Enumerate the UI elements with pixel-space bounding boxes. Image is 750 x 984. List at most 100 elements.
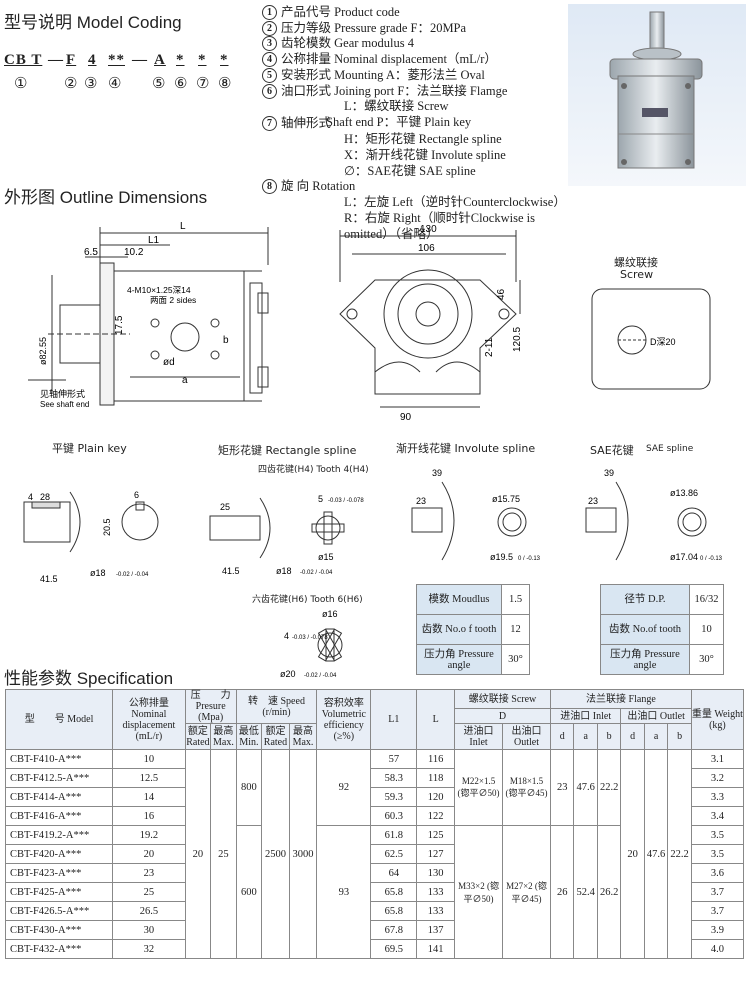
dim-90: 90 [400,412,412,423]
legend-item: Shaft end P：平键 Plain key [326,114,472,129]
legend-item: H：矩形花键 Rectangle spline [344,132,502,147]
dim-23-sae: 23 [588,496,598,506]
tol-5: -0.03 / -0.078 [328,498,364,504]
involute-spline-drawing: 39 23 ø15.75 ø19.5 0 / -0.13 [411,468,541,562]
side-view-drawing: L L1 6.5 10.2 4-M10×1.25深14 两面 2 sides 1… [28,221,269,409]
dim-39: 39 [432,468,442,478]
code-num-8: ⑧ [218,76,232,92]
dim-16: ø16 [322,609,338,619]
dim-5: 5 [318,494,323,504]
dim-41-5: 41.5 [40,574,58,584]
code-7: * [198,52,207,68]
dim-17-5: 17.5 [114,315,125,335]
pump-photo [568,4,746,186]
dim-L1: L1 [148,235,160,246]
rect-spline-sub6: 六齿花键(H6) Tooth 6(H6) [252,595,363,605]
dim-b: b [223,335,229,346]
dim-23: 23 [416,496,426,506]
code-num-1: ① [14,76,28,92]
legend-item: L：左旋 Left（逆时针Counterclockwise） [344,195,566,210]
dim-106: 106 [418,243,435,254]
dim-screw-d: D深20 [650,337,676,347]
dim-39-sae: 39 [604,468,614,478]
dim-130: 130 [420,224,437,235]
rect-spline-h4-drawing: 25 5 -0.03 / -0.078 ø15 41.5 ø18 -0.02 /… [209,494,364,576]
legend-item: R：右旋 Right（顺时针Clockwise is omitted）（省略） [344,210,535,241]
legend-item: X：渐开线花键 Involute spline [344,148,506,163]
dim-120-5: 120.5 [512,327,523,352]
code-num-2: ② [64,76,78,92]
tol-4: -0.03 / -0.078 [292,635,328,641]
front-view-drawing: 130 106 46 120.5 2-11 90 [339,224,523,423]
code-6: * [176,52,185,68]
dim-holes-2: 两面 2 sides [150,295,196,305]
tol-17-04: 0 / -0.13 [700,556,723,562]
dim-6-5: 6.5 [84,247,98,258]
screw-port-title-en: Screw [620,268,654,281]
outline-title: 外形图 Outline Dimensions [4,188,208,207]
sae-spline-title-en: SAE spline [646,444,694,454]
dim-a: a [182,375,188,386]
dim-L: L [180,221,186,232]
code-dash1: — [48,52,64,68]
dim-4-h6: 4 [284,631,289,641]
code-num-7: ⑦ [196,76,210,92]
dim-13-86: ø13.86 [670,488,698,498]
rect-spline-h6-drawing: ø16 4 -0.03 / -0.078 ø20 -0.02 / -0.04 [280,609,343,679]
tol-19-5: 0 / -0.13 [518,556,541,562]
dim-6: 6 [134,490,139,500]
tol-20: -0.02 / -0.04 [304,673,337,679]
dim-25: 25 [220,502,230,512]
code-cbt: CB T [4,52,43,68]
spec-title: 性能参数 Specification [4,669,174,688]
screw-port-title-cn: 螺纹联接 [614,256,658,269]
rect-spline-sub4: 四齿花键(H4) Tooth 4(H4) [258,465,369,475]
code-num-5: ⑤ [152,76,166,92]
involute-spline-title: 渐开线花键 Involute spline [396,442,536,455]
tol-18-rect: -0.02 / -0.04 [300,570,333,576]
sae-spline-title: SAE花键 [590,444,634,457]
dim-19-5: ø19.5 [490,552,513,562]
dim-17-04: ø17.04 [670,552,698,562]
plain-key-title: 平键 Plain key [52,442,127,455]
code-f: F [66,52,77,68]
code-8: * [220,52,229,68]
dim-20-5: 20.5 [102,518,112,536]
dim-41-5-rect: 41.5 [222,566,240,576]
code-disp: ** [108,52,125,68]
dim-od: ød [163,357,175,368]
see-shaft-en: See shaft end [40,400,89,409]
code-dash2: — [132,52,148,68]
code-num-3: ③ [84,76,98,92]
dim-18: ø18 [90,568,106,578]
legend-item: L：螺纹联接 Screw [344,99,449,114]
code-num-4: ④ [108,76,122,92]
plain-key-drawing: 4 28 6 20.5 41.5 ø18 -0.02 / -0.04 [23,490,159,584]
table-row: 径节 D.P.16/32 [600,584,724,615]
dim-holes: 4-M10×1.25深14 [127,285,191,295]
dim-20: ø20 [280,669,296,679]
model-coding-title: 型号说明 Model Coding [4,13,182,32]
dim-4: 4 [28,492,33,502]
